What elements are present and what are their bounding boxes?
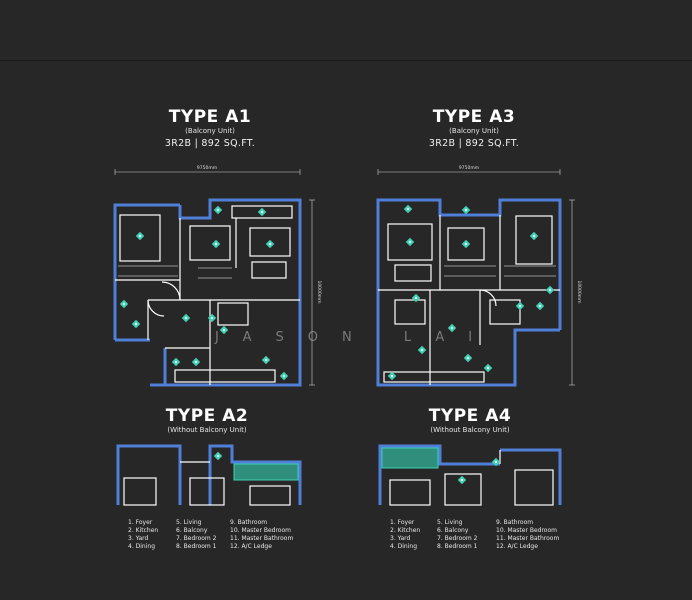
legend-right-col-3: 9. Bathroom 10. Master Bedroom 11. Maste… — [496, 519, 559, 551]
legend-item: 12. A/C Ledge — [230, 543, 272, 550]
legend-item: 5. Living — [437, 519, 463, 526]
subtitle-type-a4: (Without Balcony Unit) — [430, 426, 510, 434]
subtitle-type-a2: (Without Balcony Unit) — [167, 426, 247, 434]
legend-right-col-1: 1. Foyer 2. Kitchen 3. Yard 4. Dining — [390, 519, 420, 551]
title-type-a1: TYPE A1 — [168, 107, 252, 127]
watermark: JASON LAI — [215, 330, 497, 345]
legend-item: 1. Foyer — [390, 519, 415, 526]
legend-left-col-3: 9. Bathroom 10. Master Bedroom 11. Maste… — [230, 519, 293, 551]
floorplan-a4 — [378, 444, 562, 506]
legend-item: 12. A/C Ledge — [496, 543, 538, 550]
subtitle-type-a3: (Balcony Unit) — [449, 127, 499, 135]
dim-width-a1: 9750mm — [197, 165, 217, 171]
legend-item: 3. Yard — [390, 535, 411, 542]
legend-item: 2. Kitchen — [128, 527, 159, 534]
legend-left-col-2: 5. Living 6. Balcony 7. Bedroom 2 8. Bed… — [176, 519, 217, 551]
floorplan-a3 — [376, 198, 562, 387]
legend-right-col-2: 5. Living 6. Balcony 7. Bedroom 2 8. Bed… — [437, 519, 478, 551]
legend-item: 1. Foyer — [128, 519, 153, 526]
title-type-a4: TYPE A4 — [428, 406, 512, 426]
spec-type-a3: 3R2B | 892 SQ.FT. — [428, 138, 520, 149]
legend-right: 1. Foyer 2. Kitchen 3. Yard 4. Dining 5.… — [390, 519, 570, 553]
legend-item: 9. Bathroom — [230, 519, 268, 526]
title-type-a2: TYPE A2 — [165, 406, 249, 426]
legend-item: 9. Bathroom — [496, 519, 534, 526]
legend-item: 2. Kitchen — [390, 527, 421, 534]
title-type-a3: TYPE A3 — [432, 107, 516, 127]
legend-item: 7. Bedroom 2 — [176, 535, 217, 542]
legend-left: 1. Foyer 2. Kitchen 3. Yard 4. Dining 5.… — [128, 519, 308, 553]
legend-item: 10. Master Bedroom — [230, 527, 291, 534]
legend-item: 3. Yard — [128, 535, 149, 542]
floorplan-a1 — [113, 198, 302, 387]
legend-item: 7. Bedroom 2 — [437, 535, 478, 542]
legend-item: 8. Bedroom 1 — [437, 543, 478, 550]
legend-item: 6. Balcony — [437, 527, 469, 534]
legend-item: 11. Master Bathroom — [230, 535, 294, 542]
dim-height-a1: 10000mm — [316, 280, 322, 303]
legend-item: 4. Dining — [128, 543, 155, 550]
legend-item: 5. Living — [176, 519, 202, 526]
dim-width-a3: 9750mm — [459, 165, 479, 171]
legend-item: 8. Bedroom 1 — [176, 543, 217, 550]
dim-height-a3: 10000mm — [576, 280, 582, 303]
spec-type-a1: 3R2B | 892 SQ.FT. — [164, 138, 256, 149]
legend-left-col-1: 1. Foyer 2. Kitchen 3. Yard 4. Dining — [128, 519, 158, 551]
legend-item: 11. Master Bathroom — [496, 535, 560, 542]
legend-item: 6. Balcony — [176, 527, 208, 534]
subtitle-type-a1: (Balcony Unit) — [185, 127, 235, 135]
legend-item: 4. Dining — [390, 543, 417, 550]
top-bar — [0, 0, 692, 61]
floorplan-a2 — [116, 444, 302, 506]
legend-item: 10. Master Bedroom — [496, 527, 557, 534]
